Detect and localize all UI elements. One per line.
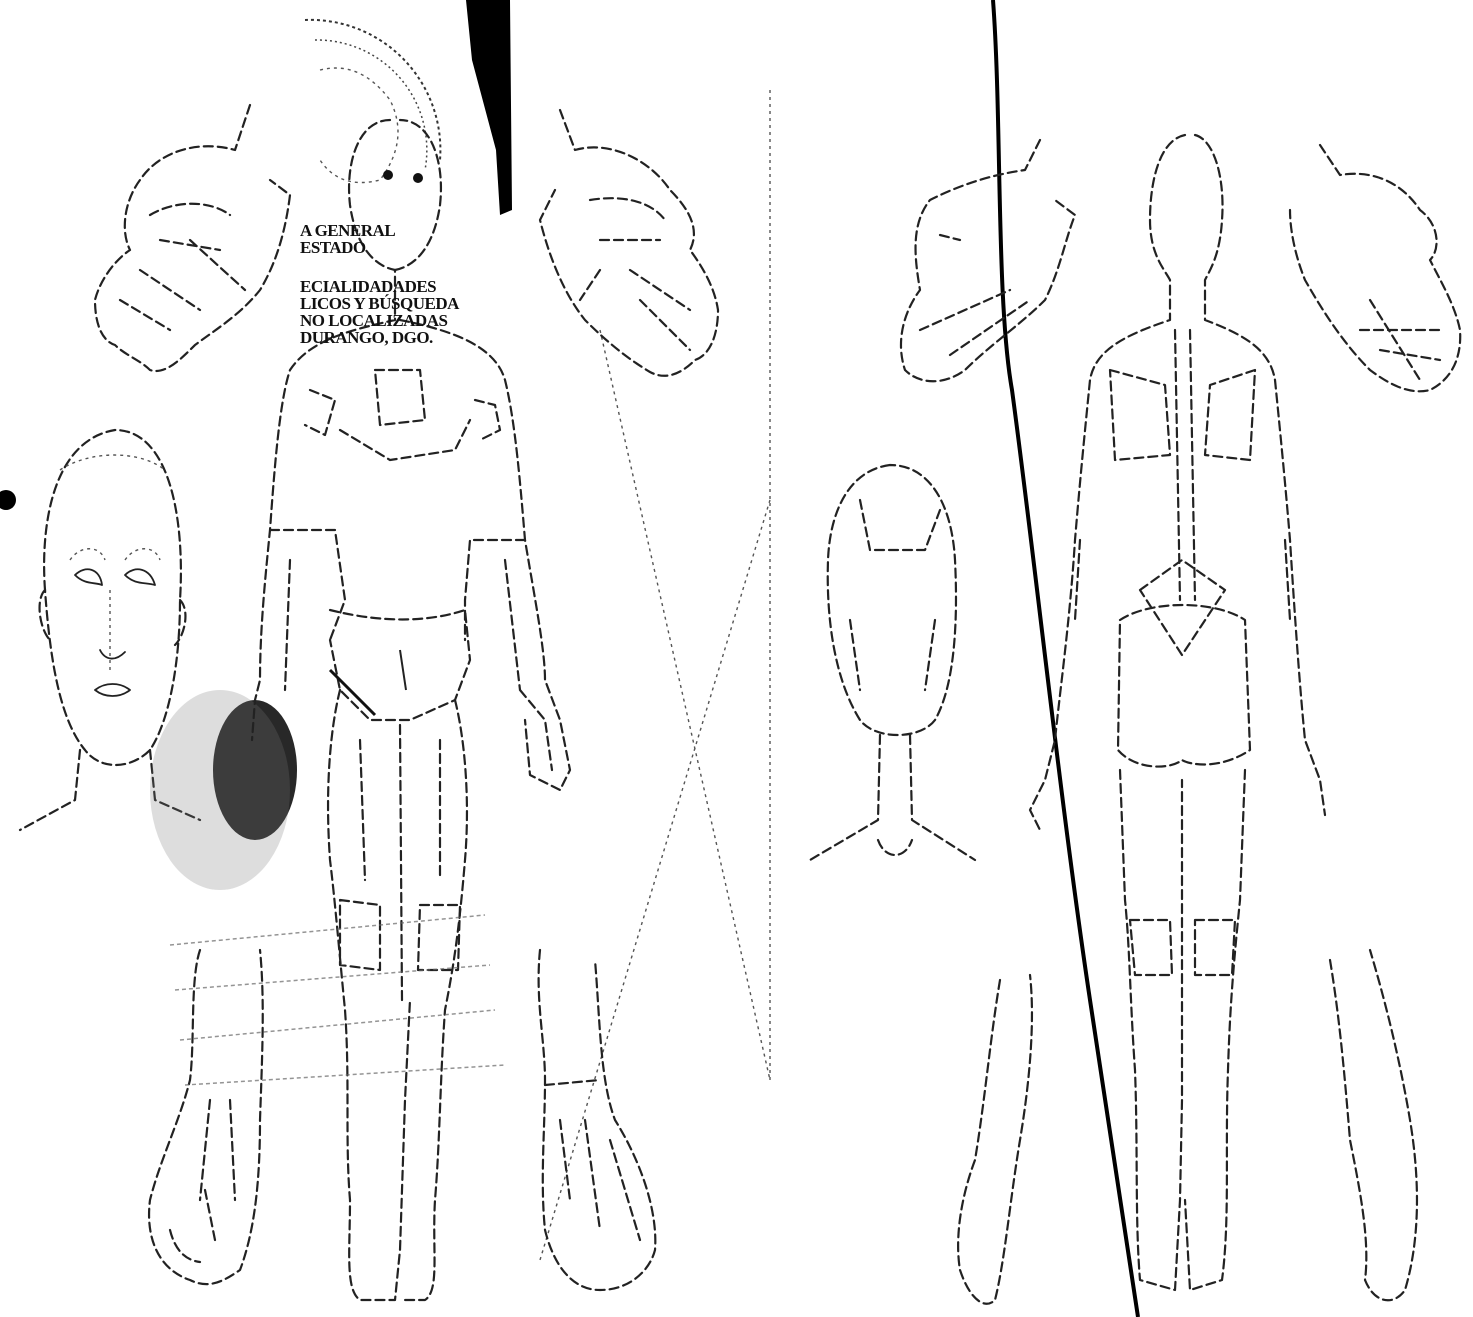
stamp-line-5: NO LOCALIZADAS xyxy=(300,312,510,329)
stamp-line-6: DURANGO, DGO. xyxy=(300,329,510,346)
left-hand-anterior xyxy=(95,105,290,371)
stamp-line-4: LICOS Y BÚSQUEDA xyxy=(300,295,510,312)
right-foot-posterior xyxy=(1330,950,1417,1300)
body-posterior xyxy=(1030,135,1325,1290)
seal-stamp-top xyxy=(305,20,440,183)
marker-long-stroke xyxy=(993,0,1138,1317)
ink-smudge xyxy=(150,690,297,890)
right-foot-anterior xyxy=(539,950,656,1290)
stamp-line-2: ESTADO xyxy=(300,239,510,256)
marker-blot-top xyxy=(466,0,512,215)
right-hand-posterior xyxy=(1290,145,1460,391)
fold-line xyxy=(540,330,770,1260)
left-hand-posterior xyxy=(901,140,1075,381)
stamp-line-1: A GENERAL xyxy=(300,222,510,239)
left-foot-anterior xyxy=(149,950,263,1284)
left-foot-posterior xyxy=(958,975,1032,1304)
stamp-line-3: ECIALIDADADES xyxy=(300,278,510,295)
genital-mark xyxy=(400,650,406,690)
right-hand-anterior xyxy=(540,110,718,376)
seal-stamp-text: A GENERAL ESTADO ECIALIDADADES LICOS Y B… xyxy=(300,222,510,346)
head-posterior xyxy=(810,465,975,860)
marker-dot-left xyxy=(0,490,16,510)
